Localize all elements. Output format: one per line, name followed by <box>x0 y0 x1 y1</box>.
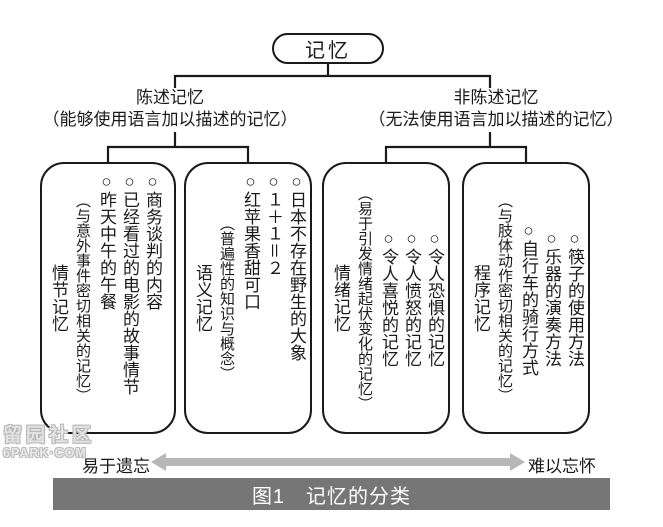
figure-caption-text: 图1 记忆的分类 <box>251 485 412 508</box>
root-label: 记忆 <box>305 40 351 62</box>
memory-category-label: 程序记忆 <box>471 264 490 332</box>
memory-example: ○日本不存在野生的大象 <box>287 172 306 361</box>
vertical-text-columns: ○筷子的使用方法○乐器的演奏方法○自行车的骑行方式 （与肢体动作密切相关的记忆） 程… <box>468 172 586 424</box>
memory-note: （普遍性的知识与概念） <box>218 215 235 381</box>
branch-label: 非陈述记忆 <box>453 88 539 107</box>
branch-description: （能够使用语言加以描述的记忆） <box>42 109 298 129</box>
vertical-text-columns: ○令人恐惧的记忆○令人愤怒的记忆○令人喜悦的记忆 （易于引发情绪起伏变化的记忆） 情… <box>328 172 446 424</box>
branch-description: （无法使用语言加以描述的记忆） <box>368 109 624 129</box>
memory-example: ○乐器的演奏方法 <box>542 229 561 367</box>
watermark: 留园社区 6PARK·COM <box>3 425 96 461</box>
memory-example: ○红苹果香甜可口 <box>241 172 260 310</box>
memory-note: （易于引发情绪起伏变化的记忆） <box>356 185 373 411</box>
memory-type-box: ○令人恐惧的记忆○令人愤怒的记忆○令人喜悦的记忆 （易于引发情绪起伏变化的记忆） 情… <box>322 162 450 434</box>
vertical-text-columns: ○日本不存在野生的大象○１＋１＝２○红苹果香甜可口 （普遍性的知识与概念） 语义记忆 <box>190 172 308 424</box>
memory-example: ○１＋１＝２ <box>264 172 283 276</box>
double-arrow-icon <box>151 453 525 471</box>
vertical-text-columns: ○商务谈判的内容○已经看过的电影的故事情节○昨天中午的午餐 （与意外事件密切相关的… <box>46 172 164 424</box>
memory-type-box: ○商务谈判的内容○已经看过的电影的故事情节○昨天中午的午餐 （与意外事件密切相关的… <box>40 162 176 434</box>
memory-example: ○令人喜悦的记忆 <box>379 229 398 367</box>
memory-example: ○昨天中午的午餐 <box>97 172 116 310</box>
root-node: 记忆 <box>272 33 384 64</box>
memory-note: （与肢体动作密切相关的记忆） <box>496 193 513 403</box>
branch-declarative: 陈述记忆 （能够使用语言加以描述的记忆） <box>14 87 326 131</box>
scale-label-hard-to-forget: 难以忘怀 <box>528 457 596 476</box>
watermark-site-url: 6PARK·COM <box>3 445 87 460</box>
memory-type-box: ○筷子的使用方法○乐器的演奏方法○自行车的骑行方式 （与肢体动作密切相关的记忆） 程… <box>462 162 590 434</box>
memory-category-label: 情节记忆 <box>49 264 68 332</box>
figure-caption: 图1 记忆的分类 <box>53 478 610 510</box>
branch-label: 陈述记忆 <box>136 88 204 107</box>
memory-example: ○自行车的骑行方式 <box>519 220 538 376</box>
memory-example: ○已经看过的电影的故事情节 <box>120 172 139 395</box>
memory-category-label: 语义记忆 <box>193 264 212 332</box>
scale-label-easy-to-forget: 易于遗忘 <box>82 457 150 476</box>
branch-nondeclarative: 非陈述记忆 （无法使用语言加以描述的记忆） <box>333 87 659 131</box>
memory-example: ○令人愤怒的记忆 <box>402 229 421 367</box>
watermark-site-name: 留园社区 <box>3 425 96 446</box>
memory-example: ○商务谈判的内容 <box>143 172 162 310</box>
memory-example: ○筷子的使用方法 <box>565 229 584 367</box>
memory-example: ○令人恐惧的记忆 <box>425 229 444 367</box>
memory-note: （与意外事件密切相关的记忆） <box>74 193 91 403</box>
memory-type-box: ○日本不存在野生的大象○１＋１＝２○红苹果香甜可口 （普遍性的知识与概念） 语义记忆 <box>184 162 312 434</box>
memory-category-label: 情绪记忆 <box>331 264 350 332</box>
